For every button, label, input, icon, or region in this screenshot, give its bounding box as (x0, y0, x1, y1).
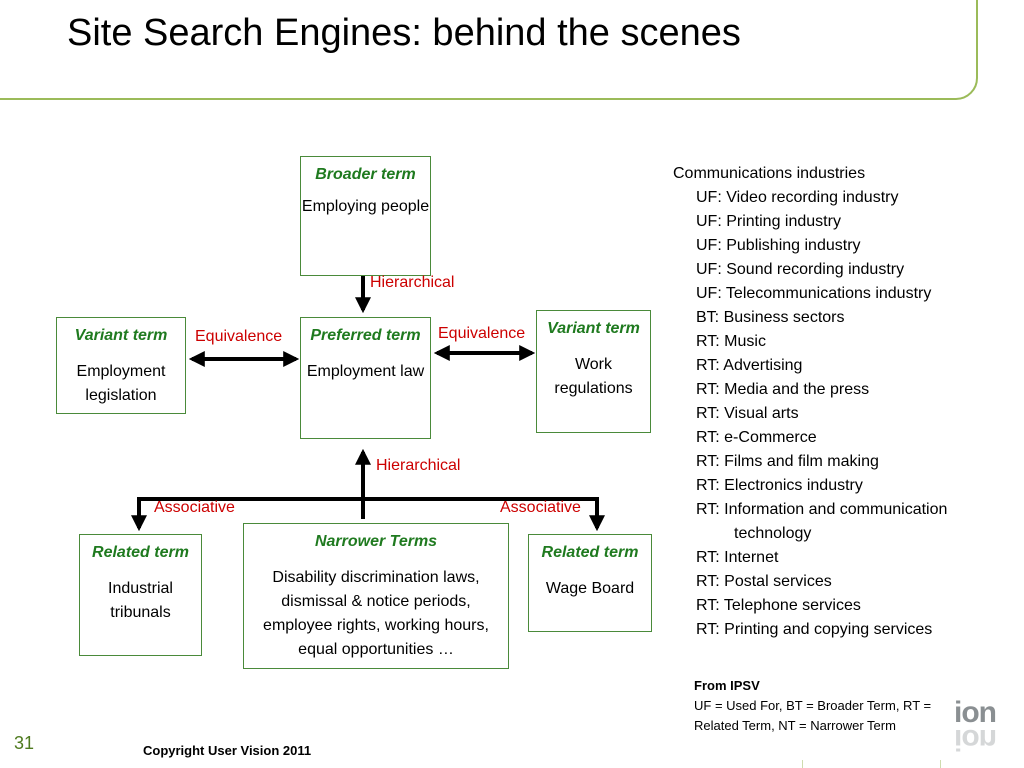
hierarchical-label-bottom: Hierarchical (376, 457, 461, 474)
abbreviation-legend: From IPSV UF = Used For, BT = Broader Te… (694, 676, 944, 736)
list-item: BT: Business sectors (696, 309, 845, 326)
equivalence-label-left: Equivalence (195, 328, 283, 345)
preferred-term-value: Employment law (306, 363, 425, 380)
associative-label-right: Associative (500, 499, 581, 516)
variant-term-right-box: Variant term Work regulations (536, 310, 651, 433)
page-number: 31 (14, 733, 35, 753)
legend-text: UF = Used For, BT = Broader Term, RT = R… (694, 698, 932, 733)
list-item: RT: Printing and copying services (696, 621, 933, 638)
list-item: RT: Internet (696, 549, 779, 566)
list-item: RT: Media and the press (696, 381, 870, 398)
list-item: RT: Visual arts (696, 405, 799, 422)
legend-source: From IPSV (694, 678, 760, 693)
list-item: UF: Telecommunications industry (696, 285, 932, 302)
broader-term-box: Broader term Employing people (300, 156, 431, 276)
related-term-right-value: Wage Board (545, 580, 635, 597)
variant-term-left-heading: Variant term (74, 327, 168, 344)
broader-term-heading: Broader term (315, 166, 416, 183)
title-frame (0, 0, 978, 100)
logo: ion ion (946, 692, 1024, 768)
logo-text: ion (954, 696, 997, 729)
list-item: UF: Video recording industry (696, 189, 899, 206)
preferred-term-box: Preferred term Employment law (300, 317, 431, 439)
related-term-right-heading: Related term (541, 544, 639, 561)
narrower-terms-value: Disability discrimination laws, dismissa… (263, 569, 489, 658)
slide-title: Site Search Engines: behind the scenes (67, 12, 741, 54)
list-item: UF: Printing industry (696, 213, 841, 230)
related-term-left-value: Industrial tribunals (108, 580, 173, 621)
hierarchical-label-top: Hierarchical (370, 274, 455, 291)
list-item: RT: Telephone services (696, 597, 861, 614)
associative-label-left: Associative (154, 499, 235, 516)
list-item: RT: e-Commerce (696, 429, 817, 446)
list-item: RT: Electronics industry (696, 477, 863, 494)
variant-term-right-value: Work regulations (554, 356, 633, 397)
copyright-notice: Copyright User Vision 2011 (143, 743, 312, 758)
narrower-terms-box: Narrower Terms Disability discrimination… (243, 523, 509, 669)
logo-reflection: ion (954, 723, 996, 756)
list-item: RT: Music (696, 333, 766, 350)
preferred-term-heading: Preferred term (310, 327, 421, 344)
narrower-terms-heading: Narrower Terms (314, 533, 438, 550)
variant-term-right-heading: Variant term (547, 320, 640, 337)
list-item: RT: Advertising (696, 357, 803, 374)
list-item: RT: Postal services (696, 573, 832, 590)
list-item: RT: Information and communication (696, 501, 948, 518)
list-item: RT: Films and film making (696, 453, 879, 470)
related-term-left-box: Related term Industrial tribunals (79, 534, 202, 656)
thesaurus-relations-list: UF: Video recording industry UF: Printin… (673, 186, 947, 642)
footer-divider-right (940, 760, 941, 768)
thesaurus-entry: Communications industries UF: Video reco… (673, 162, 947, 642)
list-item: UF: Sound recording industry (696, 261, 905, 278)
thesaurus-main-term: Communications industries (673, 165, 866, 182)
broader-term-value: Employing people (301, 198, 430, 215)
footer-divider (802, 760, 803, 768)
variant-term-left-value: Employment legislation (76, 363, 166, 404)
related-term-left-heading: Related term (92, 544, 189, 561)
variant-term-left-box: Variant term Employment legislation (56, 317, 186, 414)
related-term-right-box: Related term Wage Board (528, 534, 652, 632)
list-item: UF: Publishing industry (696, 237, 861, 254)
list-item-continuation-text: technology (734, 525, 812, 542)
list-item-continuation: technology (696, 522, 947, 546)
equivalence-label-right: Equivalence (438, 325, 526, 342)
